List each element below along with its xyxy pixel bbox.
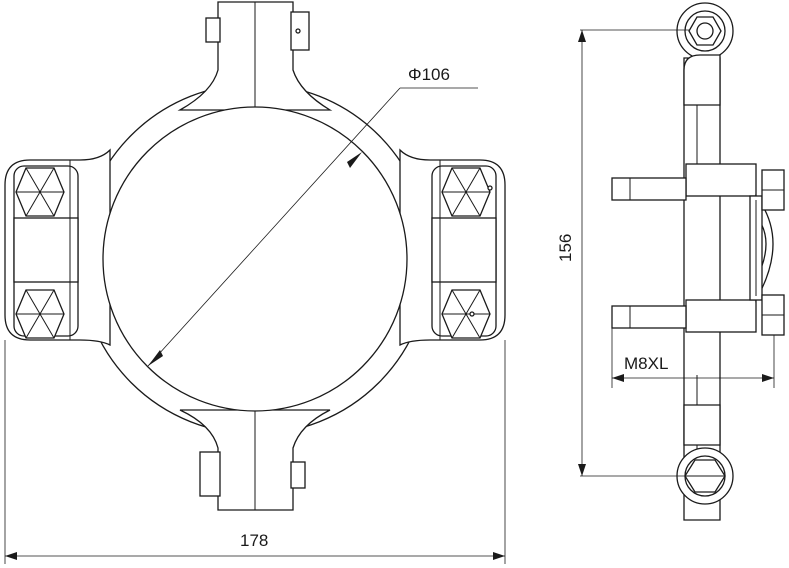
height-dimension: 156 [556,29,690,477]
diameter-dimension: Φ106 [147,65,478,367]
right-flange [399,148,506,347]
front-view: Φ106 178 [4,1,506,564]
bolt-length-label: M8XL [624,354,668,373]
top-eye [676,2,734,106]
height-label: 156 [556,234,575,262]
top-lug [177,1,333,111]
diameter-label: Φ106 [408,65,450,84]
side-view: 156 M8XL [556,2,785,521]
bottom-lug [179,409,331,511]
clamp-bore [102,106,408,412]
width-dimension: 178 [4,340,506,564]
left-flange [4,148,111,347]
bolt-length-dimension: M8XL [611,328,775,388]
width-label: 178 [240,531,268,550]
